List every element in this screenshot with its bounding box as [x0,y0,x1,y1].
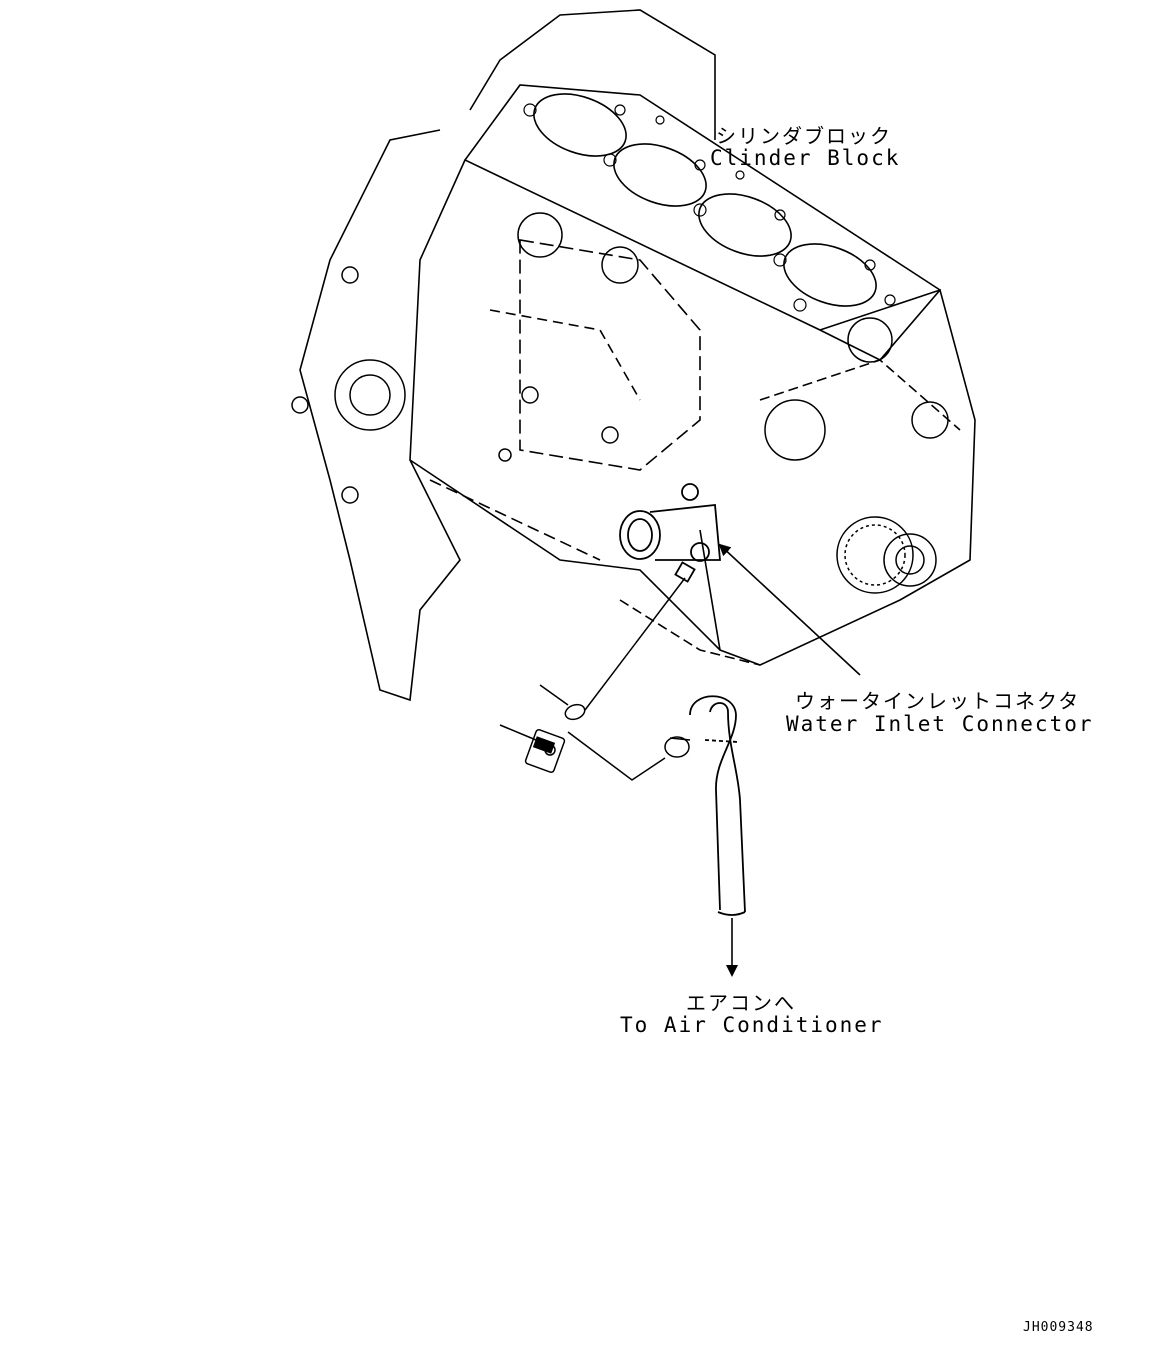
leader-lines [718,543,861,977]
cylinder-bores [533,93,877,307]
cylinder-block-label-jp: シリンダブロック [716,124,892,148]
water-inlet-label-en: Water Inlet Connector [786,712,1094,736]
cylinder-block-label-en: Clinder Block [710,146,901,170]
air-conditioner-label-en: To Air Conditioner [620,1013,884,1037]
coolant-hose [689,695,746,916]
water-inlet-label-jp: ウォータインレットコネクタ [795,689,1081,713]
bolt-holes [523,103,896,312]
timing-gear [836,516,937,594]
exploded-parts [499,577,691,781]
block-features [291,212,949,504]
water-inlet-connector [619,483,721,583]
air-conditioner-label-jp: エアコンへ [686,991,796,1015]
drawing-code: JH009348 [1023,1320,1094,1335]
cylinder-block [299,9,976,702]
